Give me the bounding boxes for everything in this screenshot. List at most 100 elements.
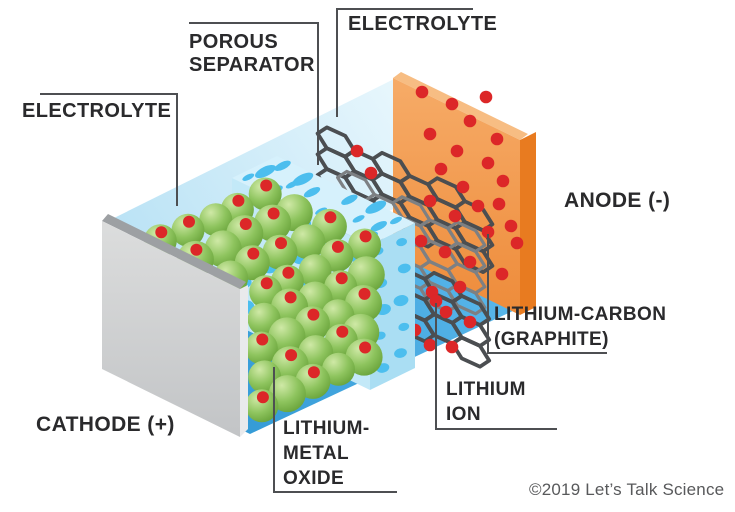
lithium-metal-oxide-spheres: [143, 177, 385, 423]
lithium-ion-dot: [471, 199, 485, 213]
lithium-ion-dot: [510, 236, 524, 250]
lithium-ion-dot: [423, 194, 437, 208]
lithium-ion-dot: [448, 209, 462, 223]
oxide-sphere: [290, 224, 326, 260]
lithium-ion-dot: [504, 219, 518, 233]
label-line: METAL: [283, 443, 350, 465]
separator-pore: [274, 160, 291, 171]
lithium-ion-dot: [414, 234, 428, 248]
lithium-ion-dot: [463, 315, 477, 329]
lithium-ion-dot: [481, 156, 495, 170]
lithium-ion-dot: [481, 225, 495, 239]
leader-lithium-carbon: [487, 234, 607, 354]
oxide-sphere: [347, 256, 385, 294]
lithium-ion-dot: [335, 272, 348, 285]
lithium-ion-dot: [445, 340, 459, 354]
label-lithium-ion: LITHIUM ION: [446, 377, 526, 427]
lithium-ion-dot: [336, 325, 349, 338]
separator-top-face: [232, 156, 415, 245]
hexagon: [453, 240, 495, 275]
separator-pore: [390, 216, 402, 225]
oxide-sphere: [248, 177, 282, 211]
lithium-ion-dot: [496, 174, 510, 188]
cathode-front-face: [102, 221, 240, 437]
lithium-ion-dot: [415, 85, 429, 99]
oxide-sphere: [345, 338, 383, 376]
lithium-ion-dot: [495, 267, 509, 281]
lithium-ion-dot: [267, 207, 280, 220]
label-line: OXIDE: [283, 468, 345, 490]
separator-pore: [394, 348, 407, 358]
separator-pore: [255, 164, 276, 179]
label-line: ION: [446, 404, 481, 426]
label-anode: ANODE (-): [564, 189, 671, 212]
label-line: POROUS: [189, 31, 279, 53]
separator-pore: [393, 295, 409, 307]
leader-electrolyte-top: [336, 8, 473, 117]
separator-pore: [397, 263, 411, 274]
lithium-ion-dot: [282, 266, 295, 279]
label-line: LITHIUM: [446, 379, 526, 400]
cathode-side-face: [240, 285, 248, 437]
lithium-ion-dot: [453, 280, 467, 294]
lithium-ion-dot: [423, 127, 437, 141]
label-line: LITHIUM-CARBON: [494, 304, 667, 325]
lithium-ion-dot: [307, 366, 320, 379]
oxide-sphere: [322, 352, 355, 386]
lithium-ion-dot: [479, 90, 493, 104]
lithium-ion-dot: [358, 287, 371, 300]
lithium-ion-dot: [450, 144, 464, 158]
label-electrolyte-left: ELECTROLYTE: [22, 100, 172, 122]
oxide-sphere: [254, 204, 292, 242]
lithium-ion-dot: [275, 237, 287, 250]
lithium-ion-dot: [307, 308, 320, 321]
separator-pore: [352, 215, 365, 223]
lithium-ion-dot: [364, 166, 378, 180]
oxide-sphere: [268, 375, 306, 413]
separator-pore: [365, 200, 387, 214]
lithium-ion-dot: [239, 218, 252, 230]
lithium-ion-dot: [260, 179, 273, 192]
lithium-ion-dot: [285, 349, 298, 362]
label-line: LITHIUM-: [283, 418, 370, 439]
lithium-ion-dot: [429, 294, 443, 308]
separator-pore: [398, 322, 410, 331]
lithium-ion-dot: [232, 194, 245, 207]
leader-lithium-ion: [435, 303, 557, 430]
oxide-sphere: [345, 285, 382, 322]
lithium-ion-dot: [331, 240, 344, 253]
label-line: (GRAPHITE): [494, 329, 609, 351]
separator-pore: [370, 221, 387, 232]
label-electrolyte-top: ELECTROLYTE: [348, 13, 498, 35]
lithium-ion-dot: [490, 132, 504, 146]
leader-lithium-metal-oxide: [273, 367, 397, 493]
anode-side-face: [520, 132, 536, 315]
lithium-ion-dot: [423, 338, 437, 352]
lithium-ion-dot: [183, 215, 195, 228]
oxide-sphere: [245, 389, 279, 423]
lithium-ion-dot: [284, 291, 297, 304]
oxide-sphere: [199, 203, 233, 237]
separator-pore: [242, 173, 255, 181]
separator-pore: [303, 187, 321, 198]
lithium-ion-dot: [247, 247, 260, 260]
hexagon: [446, 283, 487, 316]
lithium-ion-dot: [324, 211, 337, 224]
label-porous-separator: POROUS SEPARATOR: [189, 31, 315, 77]
oxide-sphere: [244, 331, 278, 365]
lithium-ion-dot: [456, 180, 470, 194]
oxide-sphere: [348, 228, 382, 262]
cathode-top-edge: [102, 214, 246, 289]
lithium-ion-dot: [256, 333, 269, 346]
lithium-ion-dot: [492, 197, 506, 211]
separator-pore: [341, 194, 358, 205]
leader-electrolyte-left: [40, 93, 178, 206]
label-lithium-metal-oxide: LITHIUM- METAL OXIDE: [283, 416, 370, 491]
lithium-ion-dot: [256, 391, 269, 404]
cathode-plate: [102, 214, 248, 437]
lithium-ion-dot: [155, 226, 168, 239]
lithium-ion-dot: [190, 243, 203, 256]
oxide-sphere: [262, 234, 298, 270]
